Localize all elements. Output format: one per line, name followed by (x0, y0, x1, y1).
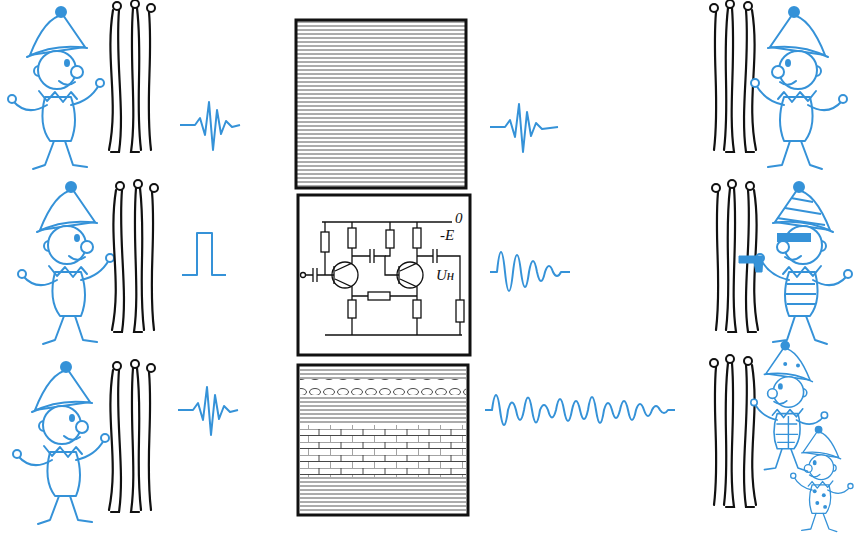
shirt-stripes (786, 284, 816, 304)
resistor-symbol (368, 292, 390, 300)
polka-dot (822, 493, 826, 497)
brick-layer (300, 425, 466, 477)
resistor-symbol (456, 300, 464, 322)
uniform-medium (296, 20, 466, 188)
gnome (8, 7, 104, 169)
checked-shirt (776, 416, 798, 448)
wire (325, 222, 417, 275)
wire (352, 318, 417, 335)
capacitor-symbol (306, 268, 334, 282)
pebble-layer (300, 379, 466, 395)
resistor-symbol (348, 228, 356, 248)
curtain (710, 355, 756, 507)
gnome (13, 362, 109, 524)
gnome (751, 342, 828, 472)
input-wavelet (178, 387, 238, 435)
capacitor-symbol (417, 249, 460, 300)
output-wavelet (490, 104, 558, 152)
reverberated-signal (485, 395, 675, 425)
damped-oscillation (490, 252, 570, 291)
curtain (710, 0, 756, 152)
gnome (751, 7, 847, 169)
curtain (109, 360, 155, 512)
amplifier-circuit (301, 222, 465, 335)
layer (300, 395, 466, 425)
terminal-label: 0 (455, 211, 463, 226)
clown (751, 342, 828, 472)
resistor-symbol (413, 300, 421, 318)
polka-dot (796, 364, 800, 368)
ground-line (325, 322, 462, 335)
amplifier-panel (298, 195, 470, 355)
gnome (18, 182, 114, 344)
curtain (109, 0, 155, 152)
resistor-symbol (348, 300, 356, 318)
layer (300, 477, 466, 513)
capacitor-symbol (352, 249, 399, 275)
mask (777, 233, 811, 242)
supply-rail (322, 221, 452, 222)
curtain (112, 180, 158, 332)
pistol (739, 256, 763, 272)
layered-medium (298, 365, 468, 515)
robber-gnome (739, 182, 852, 344)
layer (300, 367, 466, 379)
gnome (791, 426, 853, 531)
supply-voltage-label: -E (440, 228, 454, 243)
hat-stripes (777, 198, 825, 225)
wire (352, 295, 417, 296)
input-wavelet (180, 102, 240, 150)
transistor-leads (334, 248, 352, 300)
polka-dot (783, 362, 787, 366)
resistor-symbol (413, 228, 421, 248)
polka-dot (823, 505, 827, 509)
resistor-symbol (321, 232, 329, 252)
clown (791, 426, 853, 531)
transistor-leads (399, 248, 417, 300)
resistor-symbol (386, 230, 394, 248)
input-pulse (182, 233, 226, 275)
polka-dot (813, 489, 817, 493)
output-voltage-label: Uн (436, 268, 454, 283)
input-terminal (301, 273, 306, 278)
polka-dot (815, 501, 819, 505)
gnome (756, 182, 852, 344)
